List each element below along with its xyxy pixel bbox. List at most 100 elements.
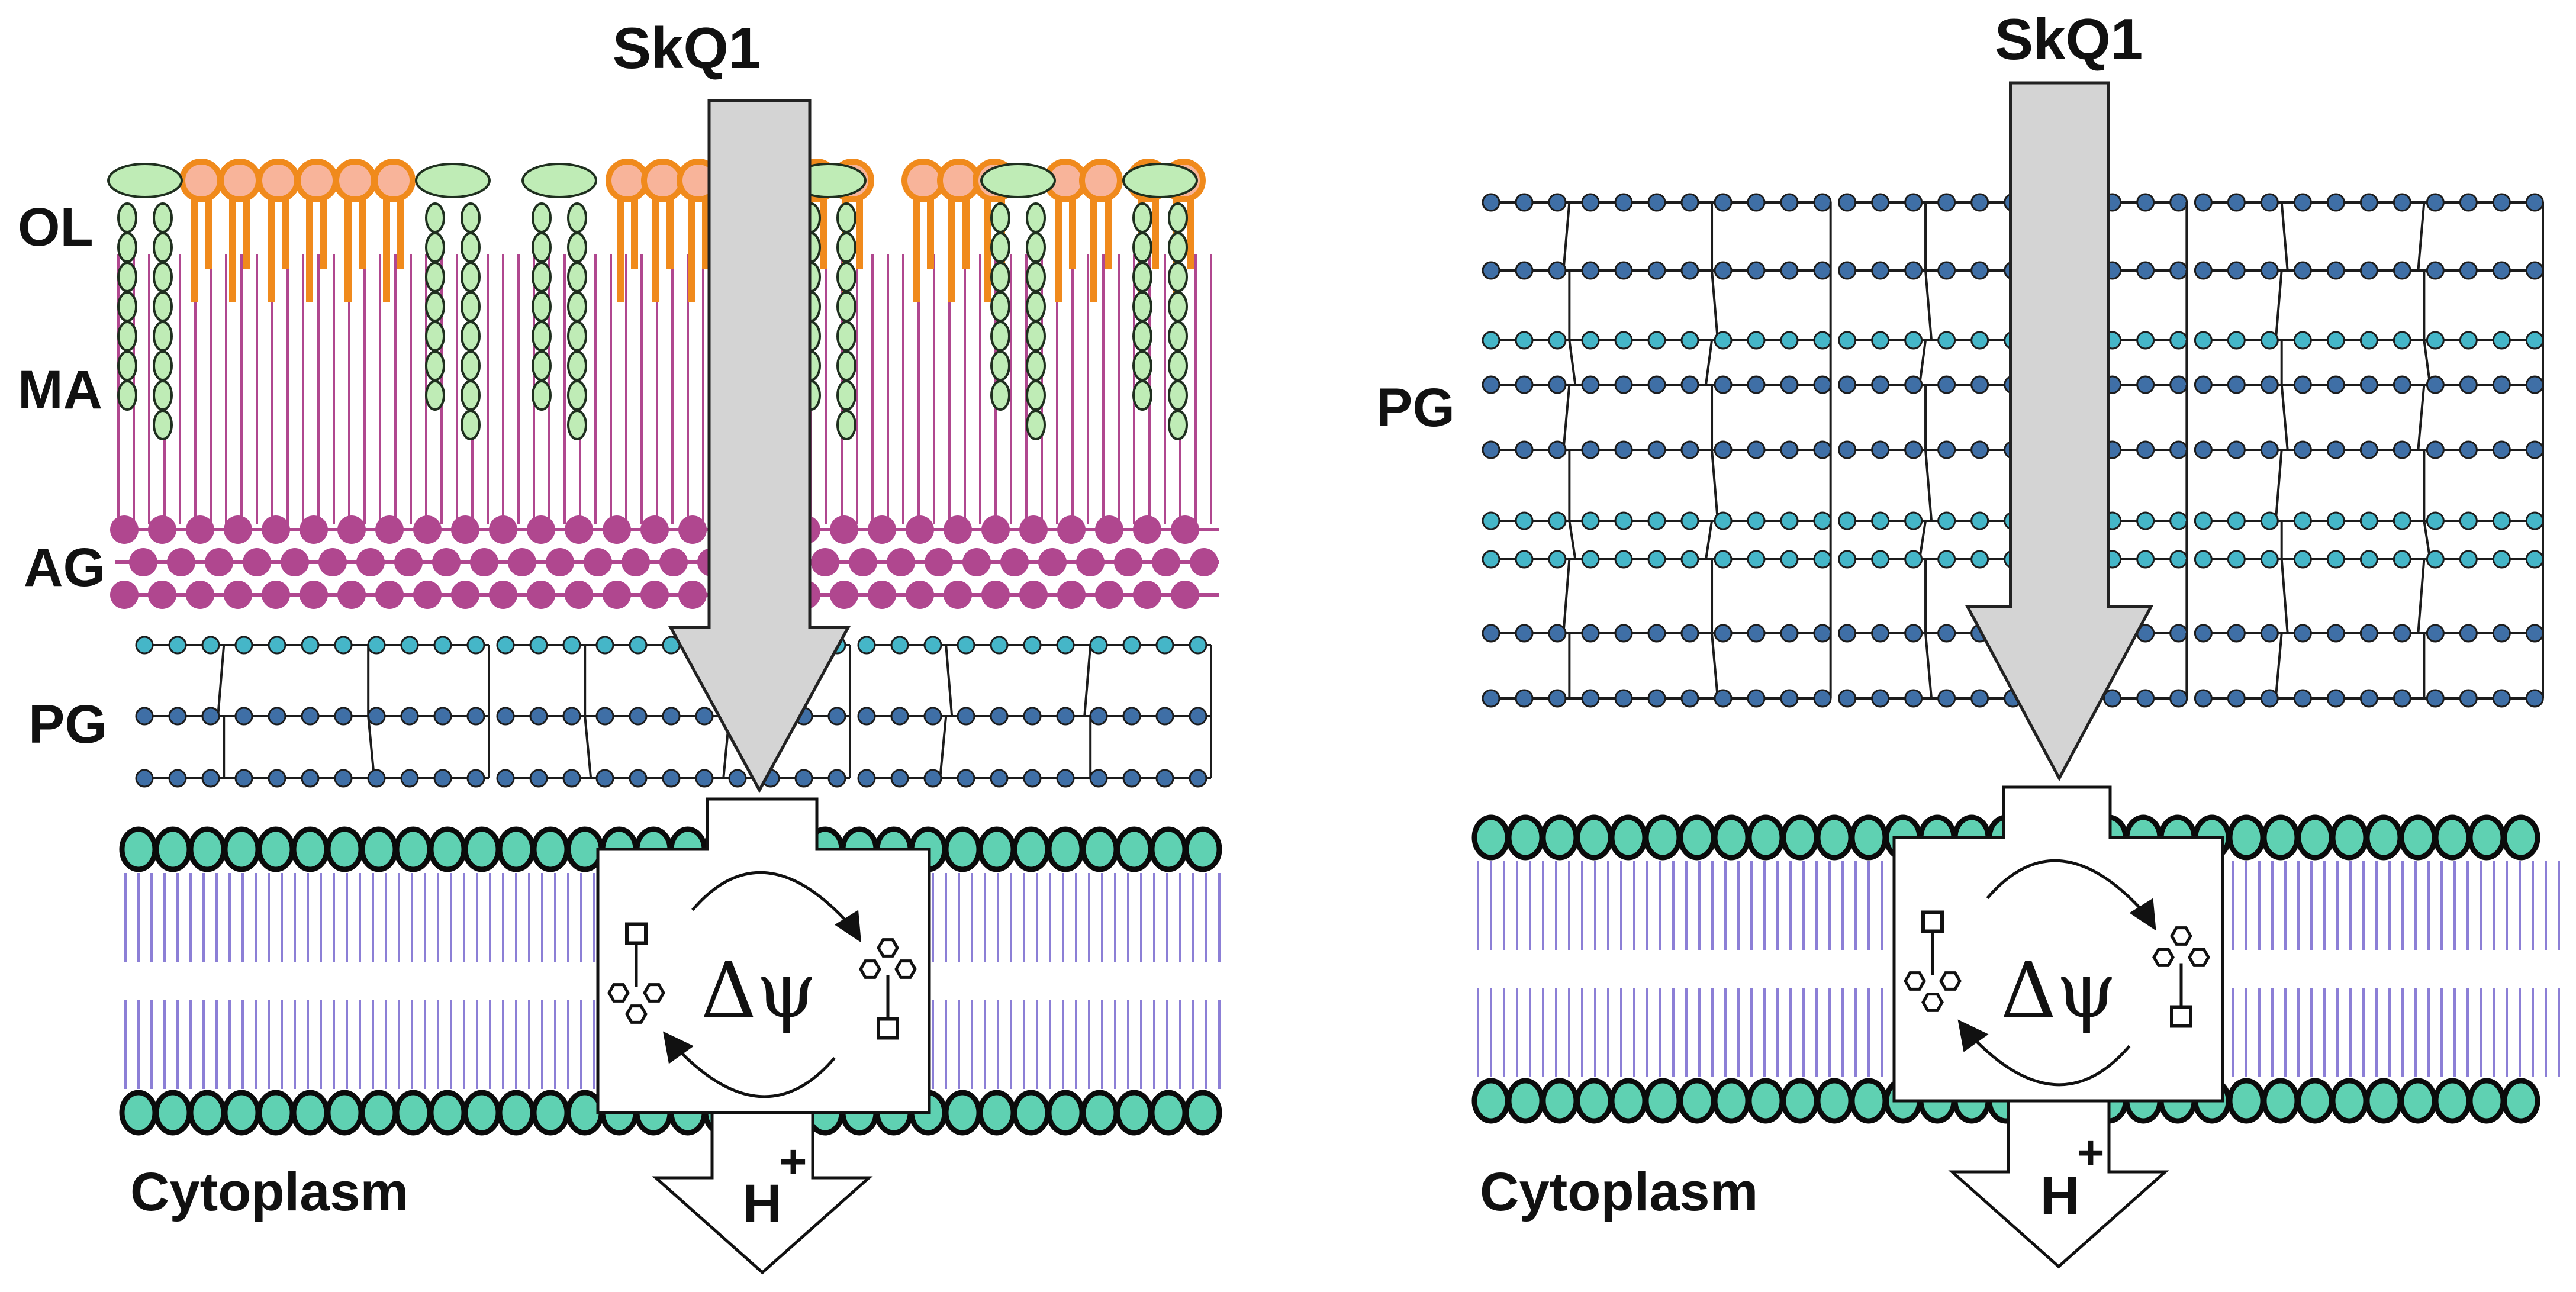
glycolipid-bead [1026,380,1046,411]
glycolipid-bead [1132,291,1152,322]
ag-sugar [527,581,555,609]
peptide-crosslink [1918,340,1927,385]
glycan-unit [2459,624,2478,643]
glycolipid-bead [425,202,445,233]
ag-sugar [489,515,517,544]
peptide-crosslink [1924,270,1933,341]
glycan-unit [2359,261,2378,280]
peptide-crosslink [1705,340,1714,385]
skq1-entry-arrow [668,99,851,794]
glycan-unit [1780,193,1799,212]
glycan-unit [2194,624,2213,643]
glycan-unit [1937,331,1956,350]
peptide-crosslink [2274,270,2283,341]
glycan-unit [1747,440,1766,459]
glycan-unit [1581,550,1600,569]
ag-sugar [1019,581,1048,609]
peptide-crosslink [2280,202,2289,271]
glycolipid-bead [532,291,552,322]
glycan-unit [695,769,714,788]
glycolipid-bead [1026,350,1046,381]
glycolipid-bead [836,202,856,233]
phospholipid-head [2227,1078,2266,1124]
glycolipid-bead [461,202,481,233]
left-panel: SkQ1 OL MA AG PG Cytoplasm [18,15,1222,1275]
potential-box-outline [596,797,931,1114]
glycan-unit [2169,624,2188,643]
ag-sugar [356,548,385,576]
phospholipid-head [325,1090,364,1136]
glycan-unit [2293,689,2312,708]
glycan-unit [2293,440,2312,459]
glycan-unit [1089,769,1108,788]
phospholipid-head [1080,826,1119,872]
glycan-unit [2426,440,2445,459]
glycolipid-bead [1026,202,1046,233]
glycan-unit [135,636,154,655]
glycan-unit [1838,689,1857,708]
glycan-unit [2359,331,2378,350]
glycan-unit [1747,261,1766,280]
ag-sugar [375,515,404,544]
glycan-unit [1515,550,1534,569]
glycan-unit [990,707,1009,726]
glycolipid-bead [1168,202,1188,233]
glycan-unit [1155,769,1174,788]
glycan-unit [595,636,614,655]
glycolipid-bead [425,321,445,352]
glycan-unit [2492,440,2511,459]
phospholipid-head [1471,1078,1511,1124]
glycan-unit [334,707,353,726]
phospholipid-head [1183,1090,1222,1136]
phospholipid-head [1780,1078,1820,1124]
glycan-unit [2393,624,2411,643]
glycolipid-bead [1168,410,1188,440]
glycan-unit [1937,624,1956,643]
orange-lipid-head [937,159,981,202]
peptide-crosslink [584,716,593,779]
skq1-entry-arrow [1965,81,2154,782]
phospholipid-head [325,826,364,872]
peptide-crosslink [367,716,376,779]
glycan-unit [1780,550,1799,569]
glycan-unit [168,769,187,788]
glycan-unit [2459,550,2478,569]
glycan-unit [2293,331,2312,350]
glycan-unit [1780,261,1799,280]
phospholipid-head [2261,1078,2300,1124]
glycan-unit [496,707,515,726]
ag-sugar [300,515,328,544]
glycan-unit [1714,331,1733,350]
phospholipid-head [428,1090,467,1136]
phospholipid-head [256,826,295,872]
orange-lipid-head [641,159,685,202]
glycan-unit [1937,193,1956,212]
glycan-unit [2136,689,2155,708]
ag-sugar [906,581,934,609]
orange-lipid-head [333,159,377,202]
glycan-unit [2492,375,2511,394]
glycan-unit [1581,375,1600,394]
glycan-unit [2260,440,2279,459]
glycan-unit [2260,331,2279,350]
glycan-unit [1647,550,1666,569]
glycan-unit [827,707,846,726]
peptide-crosslink [2417,559,2426,634]
phospholipid-head [359,826,398,872]
glycolipid-bead [117,321,137,352]
phospholipid-head [531,1090,570,1136]
phospholipid-head [2467,1078,2506,1124]
glycan-unit [2260,689,2279,708]
glycan-unit [2359,624,2378,643]
glycan-unit [1970,261,1989,280]
glycan-unit [1780,624,1799,643]
glycan-unit [2227,440,2246,459]
glycan-unit [367,707,386,726]
glycolipid-bead [567,380,587,411]
ag-sugar [925,548,953,576]
glycan-unit [1515,261,1534,280]
glycolipid-bead [1132,350,1152,381]
skq1-label-left: SkQ1 [613,15,761,80]
glycan-unit [1937,440,1956,459]
ag-sugar [1057,515,1086,544]
